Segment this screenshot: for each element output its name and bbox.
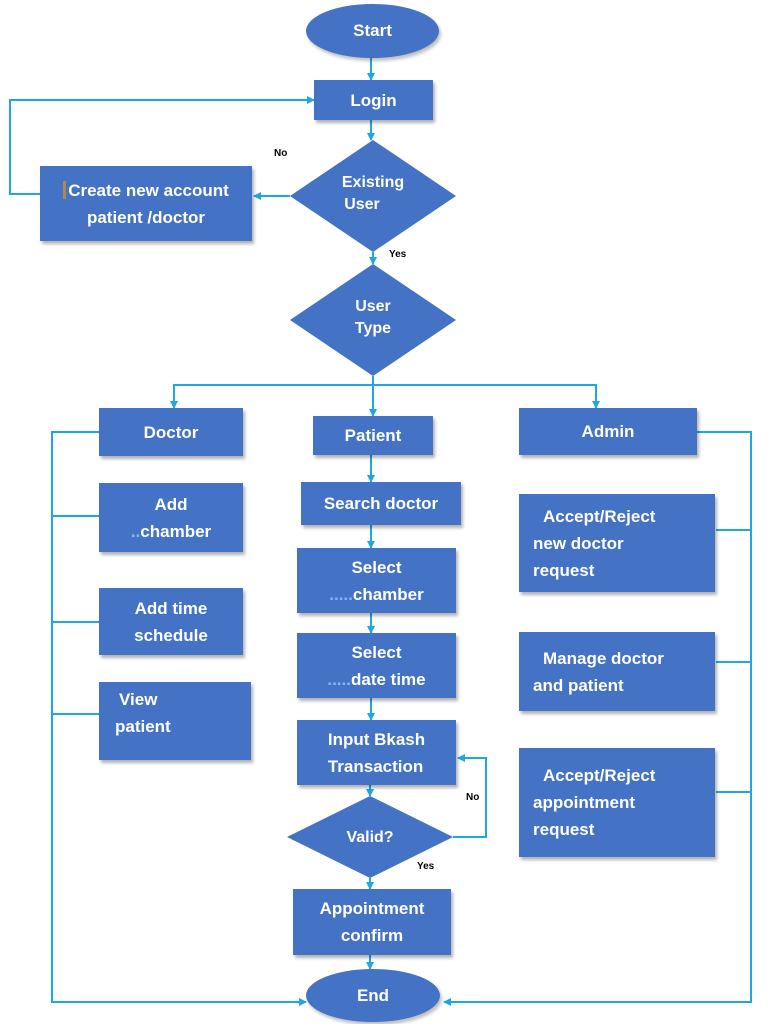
add-chamber-line1: Add [154, 494, 188, 514]
patient-label: Patient [344, 426, 402, 445]
arrow-usertype-admin [373, 384, 600, 409]
accept-appt-line1: Accept/Reject [543, 766, 656, 785]
user-type-label: User Type [354, 298, 392, 337]
patient-box[interactable]: Patient [313, 416, 433, 455]
no-label-valid: No [466, 792, 480, 803]
input-bkash-line2: Transaction [327, 756, 424, 776]
login-box[interactable]: Login [314, 80, 433, 120]
accept-appt-line3: request [533, 820, 595, 839]
accept-doctor-line1: Accept/Reject [543, 506, 656, 526]
appointment-line1: Appointment [319, 899, 425, 918]
admin-box[interactable]: Admin [519, 408, 697, 455]
user-type-diamond[interactable] [290, 264, 456, 376]
add-time-line2: schedule [134, 625, 208, 645]
yes-label-valid: Yes [417, 861, 435, 872]
view-patient-line2: patient [115, 717, 171, 736]
accept-reject-doctor-box[interactable]: Accept/Reject new doctor request [519, 494, 715, 592]
arrow-valid-no-bkash [453, 754, 487, 838]
existing-user-label: Existing User [341, 174, 405, 213]
accept-doctor-line2: new doctor [533, 533, 624, 553]
manage-doctor-patient-box[interactable]: Manage doctor and patient [519, 632, 715, 711]
admin-bus-to-end [443, 431, 752, 1006]
view-patient-line1: View [119, 690, 158, 709]
select-date-line2: date time [350, 669, 426, 689]
valid-diamond[interactable] [287, 796, 453, 878]
search-doctor-label: Search doctor [323, 494, 439, 513]
select-chamber-line2: chamber [352, 584, 424, 604]
doctor-bus-to-end [51, 431, 307, 1006]
placeholder-dots: ..... [327, 669, 351, 689]
add-chamber-box[interactable]: Add ..chamber [99, 483, 243, 552]
no-label-existing: No [274, 148, 288, 159]
appointment-confirm-box[interactable]: Appointment confirm [293, 889, 451, 955]
manage-line1: Manage doctor [543, 648, 664, 668]
input-bkash-line1: Input Bkash [327, 729, 426, 749]
yes-label-existing: Yes [389, 249, 407, 260]
create-account-box[interactable]: Create new account patient /doctor [40, 166, 252, 241]
create-account-line2: patient /doctor [86, 207, 206, 227]
search-doctor-box[interactable]: Search doctor [301, 482, 461, 525]
existing-user-diamond[interactable] [290, 140, 456, 252]
add-time-line1: Add time [134, 598, 208, 618]
doctor-box[interactable]: Doctor [99, 408, 243, 456]
select-chamber-line1: Select [351, 557, 402, 577]
arrow-create-login [9, 96, 315, 195]
select-date-line1: Select [351, 642, 402, 662]
end-node[interactable]: End [306, 969, 440, 1022]
appointment-line2: confirm [340, 926, 404, 945]
create-account-line1: Create new account [68, 180, 229, 200]
text-cursor-mark [63, 180, 67, 199]
accept-doctor-line3: request [533, 560, 595, 580]
placeholder-dots: ..... [329, 584, 353, 604]
doctor-label: Doctor [143, 422, 199, 442]
input-bkash-box[interactable]: Input Bkash Transaction [297, 720, 456, 785]
add-chamber-line2: chamber [140, 521, 212, 541]
select-date-time-box[interactable]: Select .....date time [297, 633, 456, 698]
arrow-usertype-doctor [170, 384, 373, 409]
start-node[interactable]: Start [306, 4, 439, 58]
add-time-schedule-box[interactable]: Add time schedule [99, 588, 243, 655]
admin-label: Admin [581, 422, 635, 441]
login-label: Login [350, 90, 397, 110]
manage-line2: and patient [533, 675, 624, 695]
placeholder-dots: .. [130, 521, 141, 541]
valid-label: Valid? [346, 829, 394, 846]
accept-appt-line2: appointment [533, 793, 635, 812]
accept-reject-appointment-box[interactable]: Accept/Reject appointment request [519, 748, 715, 857]
start-label: Start [353, 21, 392, 40]
view-patient-box[interactable]: View patient [99, 682, 251, 760]
end-label: End [356, 985, 390, 1005]
select-chamber-box[interactable]: Select .....chamber [297, 548, 456, 613]
